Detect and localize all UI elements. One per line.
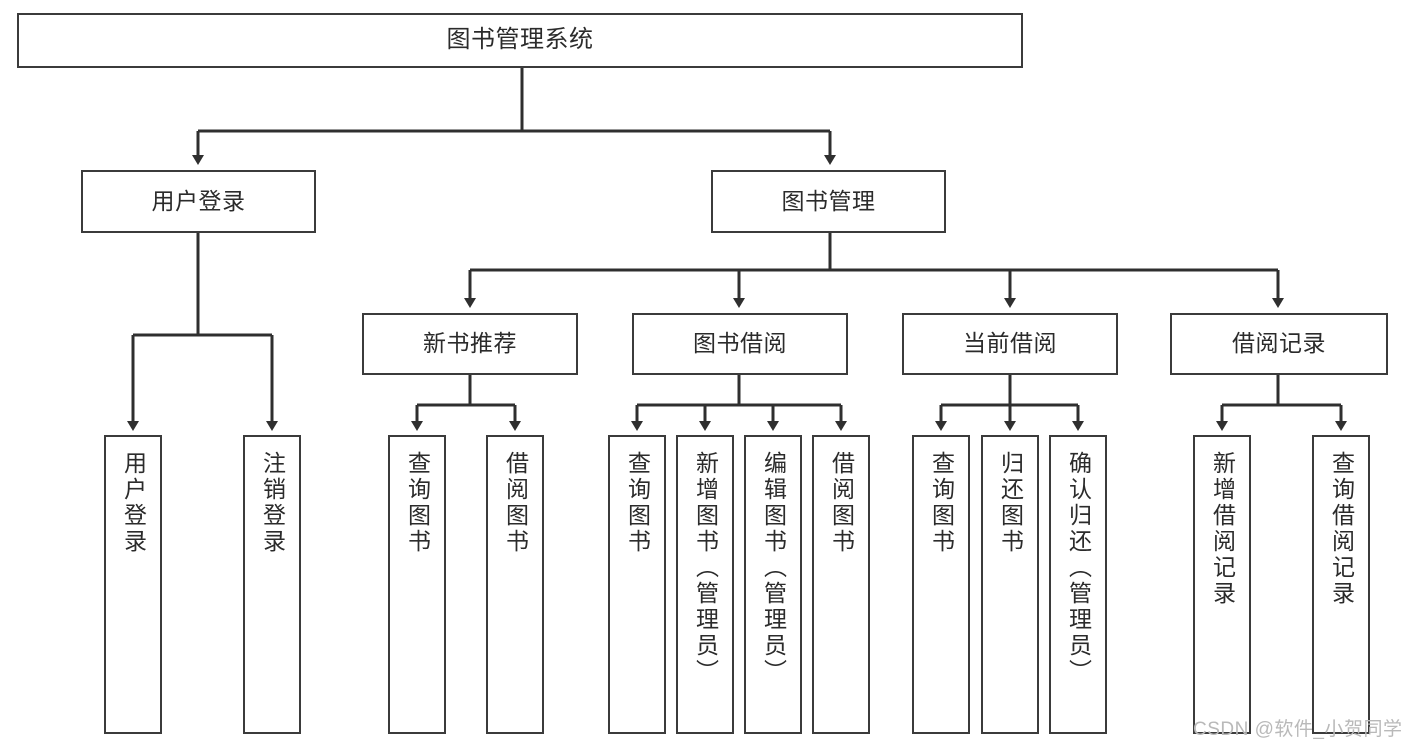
node-leaf-query-record-label: 查询借阅记录 xyxy=(1328,451,1355,607)
node-leaf-query-book-2[interactable]: 查询图书 xyxy=(608,435,666,734)
node-leaf-borrow-book-2[interactable]: 借阅图书 xyxy=(812,435,870,734)
node-user-login-label: 用户登录 xyxy=(151,187,246,214)
node-leaf-query-book-1-label: 查询图书 xyxy=(404,451,431,555)
node-leaf-add-book[interactable]: 新增图书（管理员） xyxy=(676,435,734,734)
node-book-borrow-label: 图书借阅 xyxy=(693,330,787,357)
node-current-borrow[interactable]: 当前借阅 xyxy=(902,313,1118,375)
node-book-manage[interactable]: 图书管理 xyxy=(711,170,946,233)
node-leaf-borrow-book-1-label: 借阅图书 xyxy=(502,451,529,555)
node-leaf-return-book-label: 归还图书 xyxy=(997,451,1024,555)
node-leaf-query-book-3[interactable]: 查询图书 xyxy=(912,435,970,734)
node-book-borrow[interactable]: 图书借阅 xyxy=(632,313,848,375)
node-leaf-user-login-label: 用户登录 xyxy=(120,451,147,555)
node-leaf-add-record-label: 新增借阅记录 xyxy=(1209,451,1236,607)
node-leaf-query-book-2-label: 查询图书 xyxy=(624,451,651,555)
node-leaf-add-book-label: 新增图书（管理员） xyxy=(692,451,719,685)
node-leaf-user-logout[interactable]: 注销登录 xyxy=(243,435,301,734)
node-leaf-user-logout-label: 注销登录 xyxy=(259,451,286,555)
node-leaf-query-book-1[interactable]: 查询图书 xyxy=(388,435,446,734)
node-leaf-query-record[interactable]: 查询借阅记录 xyxy=(1312,435,1370,734)
node-leaf-confirm-return[interactable]: 确认归还（管理员） xyxy=(1049,435,1107,734)
node-borrow-record[interactable]: 借阅记录 xyxy=(1170,313,1388,375)
node-leaf-add-record[interactable]: 新增借阅记录 xyxy=(1193,435,1251,734)
node-leaf-return-book[interactable]: 归还图书 xyxy=(981,435,1039,734)
node-leaf-edit-book[interactable]: 编辑图书（管理员） xyxy=(744,435,802,734)
node-leaf-confirm-return-label: 确认归还（管理员） xyxy=(1065,451,1092,685)
node-leaf-borrow-book-2-label: 借阅图书 xyxy=(828,451,855,555)
node-book-manage-label: 图书管理 xyxy=(781,187,876,214)
node-current-borrow-label: 当前借阅 xyxy=(963,330,1057,357)
node-root-label: 图书管理系统 xyxy=(446,26,594,54)
node-leaf-borrow-book-1[interactable]: 借阅图书 xyxy=(486,435,544,734)
node-new-book-rec-label: 新书推荐 xyxy=(423,330,517,357)
node-leaf-query-book-3-label: 查询图书 xyxy=(928,451,955,555)
node-leaf-user-login[interactable]: 用户登录 xyxy=(104,435,162,734)
node-leaf-edit-book-label: 编辑图书（管理员） xyxy=(760,451,787,685)
node-root[interactable]: 图书管理系统 xyxy=(17,13,1023,68)
node-new-book-rec[interactable]: 新书推荐 xyxy=(362,313,578,375)
node-user-login[interactable]: 用户登录 xyxy=(81,170,316,233)
node-borrow-record-label: 借阅记录 xyxy=(1232,330,1326,357)
